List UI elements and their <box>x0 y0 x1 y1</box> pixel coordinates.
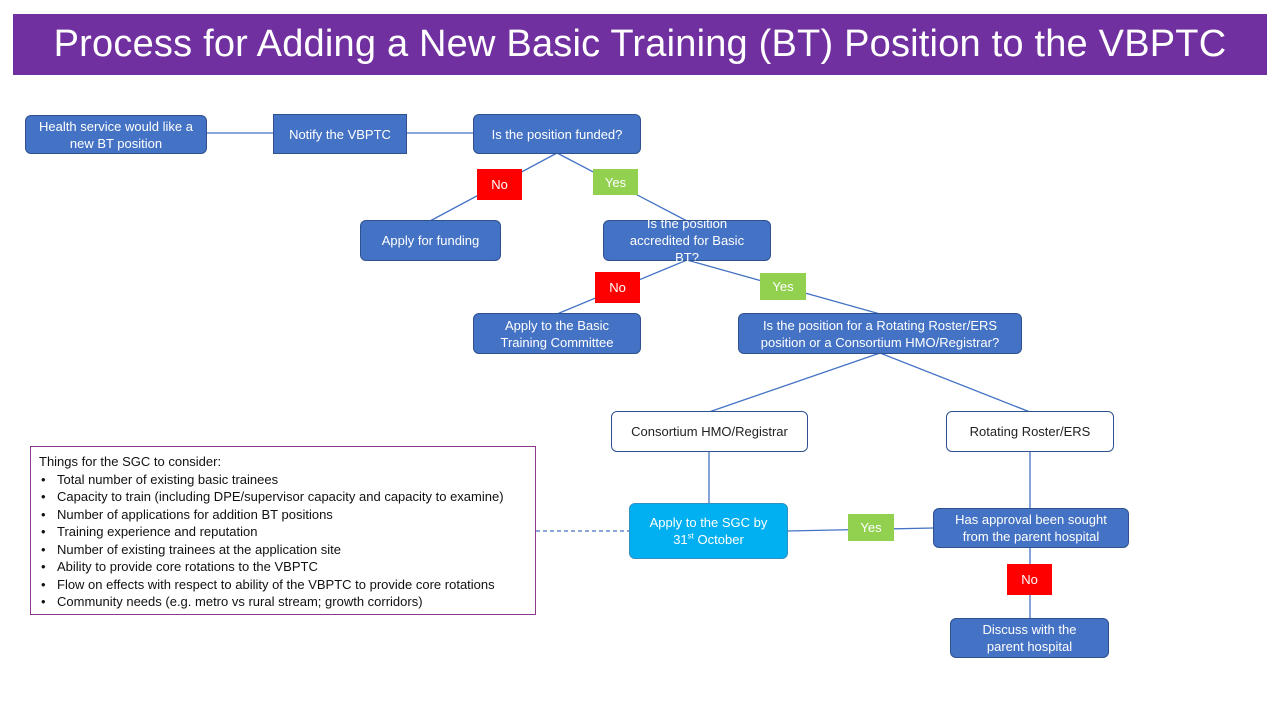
label-yes-funded: Yes <box>593 169 638 195</box>
considerations-item: Ability to provide core rotations to the… <box>39 558 527 576</box>
considerations-item: Community needs (e.g. metro vs rural str… <box>39 593 527 611</box>
label-no-funded: No <box>477 169 522 200</box>
node-consortium: Consortium HMO/Registrar <box>611 411 808 452</box>
node-apply-sgc: Apply to the SGC by 31st October <box>629 503 788 559</box>
label-yes-approval: Yes <box>848 514 894 541</box>
node-rotating-roster: Rotating Roster/ERS <box>946 411 1114 452</box>
connector-roster-rotating <box>879 352 1031 413</box>
considerations-item: Flow on effects with respect to ability … <box>39 576 527 594</box>
node-roster-question: Is the position for a Rotating Roster/ER… <box>738 313 1022 354</box>
page-title: Process for Adding a New Basic Training … <box>13 14 1267 75</box>
label-no-approval: No <box>1007 564 1052 595</box>
considerations-heading: Things for the SGC to consider: <box>39 454 222 469</box>
node-accredited-question: Is the position accredited for Basic BT? <box>603 216 771 265</box>
considerations-list: Total number of existing basic trainees … <box>39 471 527 611</box>
node-apply-funding: Apply for funding <box>360 220 501 261</box>
label-no-accredited: No <box>595 272 640 303</box>
considerations-item: Capacity to train (including DPE/supervi… <box>39 488 527 506</box>
node-notify-vbptc: Notify the VBPTC <box>273 114 407 154</box>
considerations-item: Training experience and reputation <box>39 523 527 541</box>
node-approval-question: Has approval been sought from the parent… <box>933 508 1129 548</box>
node-apply-btc: Apply to the Basic Training Committee <box>473 313 641 354</box>
node-discuss-parent: Discuss with the parent hospital <box>950 618 1109 658</box>
considerations-item: Number of applications for addition BT p… <box>39 506 527 524</box>
considerations-item: Number of existing trainees at the appli… <box>39 541 527 559</box>
node-funded-question: Is the position funded? <box>473 114 641 154</box>
label-yes-accredited: Yes <box>760 273 806 300</box>
node-health-service: Health service would like a new BT posit… <box>25 115 207 154</box>
connector-roster-consortium <box>708 352 881 413</box>
considerations-item: Total number of existing basic trainees <box>39 471 527 489</box>
considerations-box: Things for the SGC to consider: Total nu… <box>30 446 536 615</box>
